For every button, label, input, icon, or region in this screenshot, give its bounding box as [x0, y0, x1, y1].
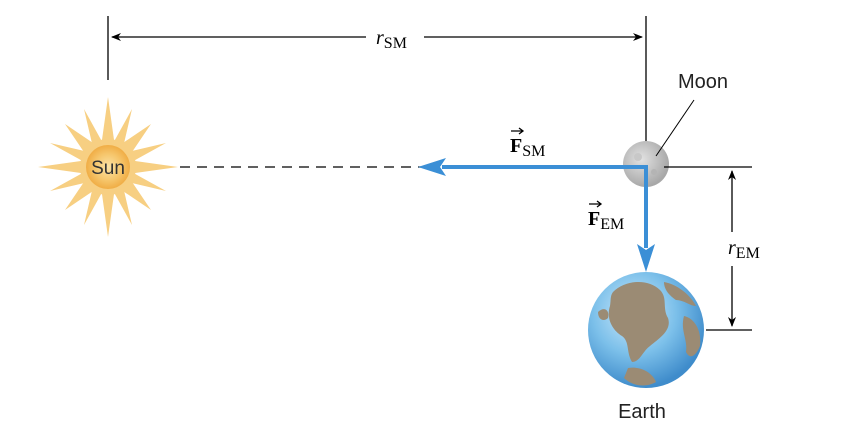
sun-label: Sun: [91, 158, 125, 179]
r-em-label: rEM: [728, 237, 760, 262]
moon-crater: [634, 153, 642, 161]
earth-continent-north-america: [608, 281, 669, 362]
f-em-head: [637, 244, 655, 272]
f-em-vector-arrow: [589, 200, 603, 208]
moon: Moon: [623, 71, 728, 187]
f-sm-label: FSM: [510, 135, 545, 160]
f-sm-arrow: FSM: [418, 127, 646, 176]
earth-label: Earth: [618, 401, 666, 423]
earth-continent-south-america: [624, 367, 656, 386]
sun: Sun: [38, 97, 178, 237]
r-sm-label: rSM: [376, 27, 407, 52]
f-sm-head: [418, 158, 446, 176]
earth-continent-alaska: [598, 309, 609, 320]
earth-continent-greenland: [664, 282, 696, 306]
earth: Earth: [588, 272, 704, 423]
earth-continent-europe: [682, 316, 701, 357]
f-sm-vector-arrow: [511, 127, 525, 135]
r-sm-dimension: rSM: [107, 16, 647, 148]
moon-leader-line: [655, 99, 695, 157]
moon-crater: [651, 169, 657, 175]
moon-disk: [623, 141, 669, 187]
f-em-label: FEM: [588, 208, 624, 233]
r-em-dimension: rEM: [664, 166, 760, 331]
f-em-arrow: FEM: [588, 165, 655, 272]
moon-label: Moon: [678, 71, 728, 93]
sun-disk: [86, 145, 130, 189]
